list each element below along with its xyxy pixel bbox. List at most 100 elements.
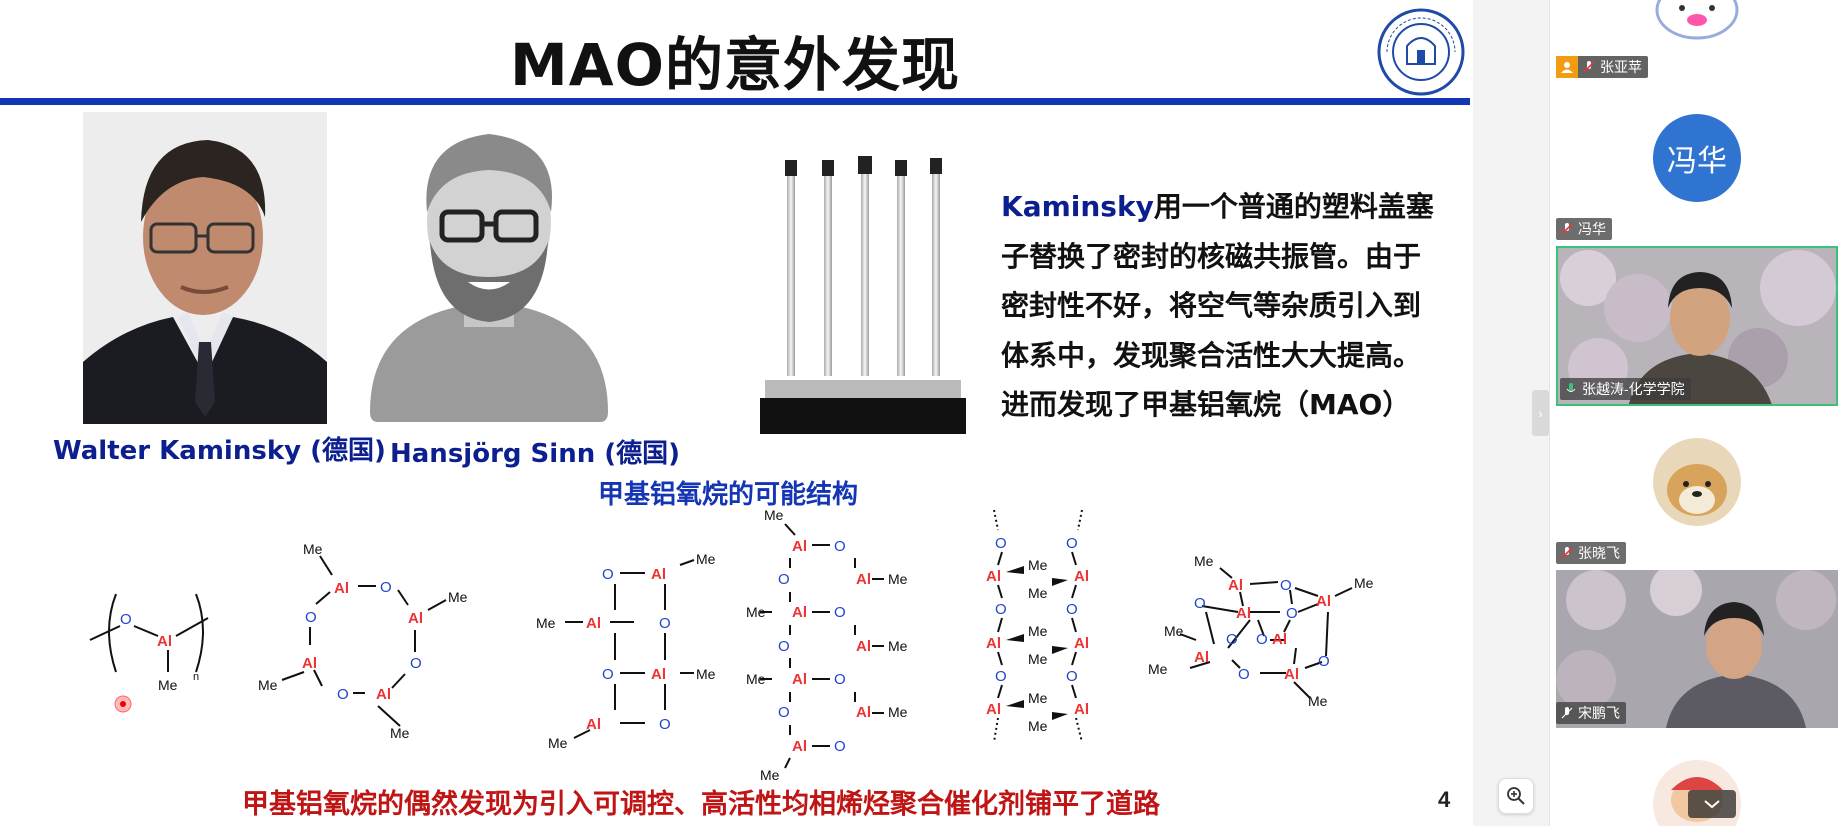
methyl-group-label: Me [1194,553,1214,569]
methyl-group-label: Me [888,638,908,654]
description-line: 体系中，发现聚合活性大大提高。 [1001,338,1422,372]
participant-tile[interactable]: 冯华 冯华 [1556,86,1838,244]
methyl-group-label: Me [390,725,410,741]
oxygen-atom-label: O [1238,666,1250,683]
description-line: 子替换了密封的核磁共振管。由于 [1001,239,1422,273]
participant-name-tag: 张亚苹 [1556,56,1648,78]
slide-footer: 甲基铝氧烷的偶然发现为引入可调控、高活性均相烯烃聚合催化剂铺平了道路 [242,789,1160,820]
mic-muted-icon [1561,223,1573,235]
oxygen-atom-label: O [305,609,317,626]
collapse-panel-handle[interactable]: › [1532,390,1549,436]
methyl-group-label: Me [888,704,908,720]
methyl-group-label: Me [448,589,468,605]
participant-name: 张亚苹 [1600,59,1642,75]
oxygen-atom-label: O [778,638,790,655]
avatar: 冯华 [1653,114,1741,202]
description-line: 用一个普通的塑料盖塞 [1153,190,1434,223]
oxygen-atom-label: O [659,716,671,733]
methyl-group-label: Me [764,507,784,523]
aluminum-atom-label: Al [856,638,871,655]
oxygen-atom-label: O [1256,631,1268,648]
oxygen-atom-label: O [834,738,846,755]
mic-muted-icon [1561,547,1573,559]
methyl-group-label: Me [746,671,766,687]
oxygen-atom-label: O [834,604,846,621]
participant-tile[interactable]: 张晓飞 [1556,408,1838,566]
mao-cage-structure [1179,567,1353,699]
oxygen-atom-label: O [778,571,790,588]
sinn-caption: Hansjörg Sinn (德国) [390,439,681,469]
aluminum-atom-label: Al [408,610,423,627]
participant-video-tile-active[interactable]: 张越涛-化学学院 [1556,246,1838,406]
oxygen-atom-label: O [834,538,846,555]
mao-ladder-structure [565,559,695,739]
mao-ring-structure [281,555,447,727]
mao-chain-structure [760,523,884,769]
methyl-group-label: Me [888,571,908,587]
aluminum-atom-label: Al [792,604,807,621]
user-icon [1556,56,1578,78]
mic-active-icon [1566,383,1576,392]
methyl-group-label: Me [760,767,780,783]
methyl-group-label: Me [746,604,766,620]
participant-name-tag: 冯华 [1556,218,1612,240]
aluminum-atom-label: Al [986,635,1001,652]
presentation-slide: MAO的意外发现 Walter Kaminsky (德国) Hansjörg S… [0,8,1470,820]
aluminum-atom-label: Al [1284,666,1299,683]
oxygen-atom-label: O [410,655,422,672]
mic-muted-icon [1583,61,1595,73]
methyl-group-label: Me [1308,693,1328,709]
participant-name: 张越涛-化学学院 [1582,381,1685,397]
repeat-subscript: n [193,671,199,683]
oxygen-atom-label: O [995,601,1007,618]
methyl-group-label: Me [1028,718,1048,734]
participant-video-tile[interactable]: 宋鹏飞 [1556,570,1838,728]
aluminum-atom-label: Al [1316,593,1331,610]
methyl-group-label: Me [1028,557,1048,573]
mic-muted-icon [1561,707,1573,719]
aluminum-atom-label: Al [856,571,871,588]
methyl-group-label: Me [548,735,568,751]
video-feed [1556,570,1838,728]
aluminum-atom-label: Al [586,716,601,733]
participant-name: 冯华 [1578,221,1606,237]
chevron-down-icon [1704,800,1720,809]
oxygen-atom-label: O [380,579,392,596]
aluminum-atom-label: Al [792,738,807,755]
oxygen-atom-label: O [1194,595,1206,612]
aluminum-atom-label: Al [651,566,666,583]
methyl-group-label: Me [1028,651,1048,667]
aluminum-atom-label: Al [1228,577,1243,594]
scroll-down-button[interactable] [1688,790,1736,818]
oxygen-atom-label: O [1280,577,1292,594]
methyl-group-label: Me [1028,690,1048,706]
oxygen-atom-label: O [778,704,790,721]
methyl-group-label: Me [258,677,278,693]
methyl-group-label: Me [1354,575,1374,591]
methyl-group-label: Me [1164,623,1184,639]
aluminum-atom-label: Al [792,671,807,688]
kaminsky-photo [83,112,327,424]
participant-name: 张晓飞 [1578,545,1620,561]
description-line: 密封性不好，将空气等杂质引入到 [1001,289,1422,322]
oxygen-atom-label: O [602,666,614,683]
aluminum-atom-label: Al [302,655,317,672]
participant-tile[interactable]: 张亚苹 [1556,0,1838,84]
zoom-in-button[interactable] [1498,778,1534,814]
oxygen-atom-label: O [995,668,1007,685]
oxygen-atom-label: O [337,686,349,703]
aluminum-atom-label: Al [856,704,871,721]
zoom-in-icon [1507,787,1525,805]
kaminsky-highlight: Kaminsky [1001,190,1154,223]
aluminum-atom-label: Al [376,686,391,703]
methyl-group-label: Me [536,615,556,631]
mao-linear-structure: O Al Me n [89,593,209,713]
methyl-group-label: Me [1148,661,1168,677]
oxygen-atom-label: O [1286,605,1298,622]
oxygen-atom-label: O [1066,601,1078,618]
title-divider [0,98,1470,105]
aluminum-atom-label: Al [586,615,601,632]
aluminum-atom-label: Al [792,538,807,555]
nmr-tubes-photo [760,156,966,434]
